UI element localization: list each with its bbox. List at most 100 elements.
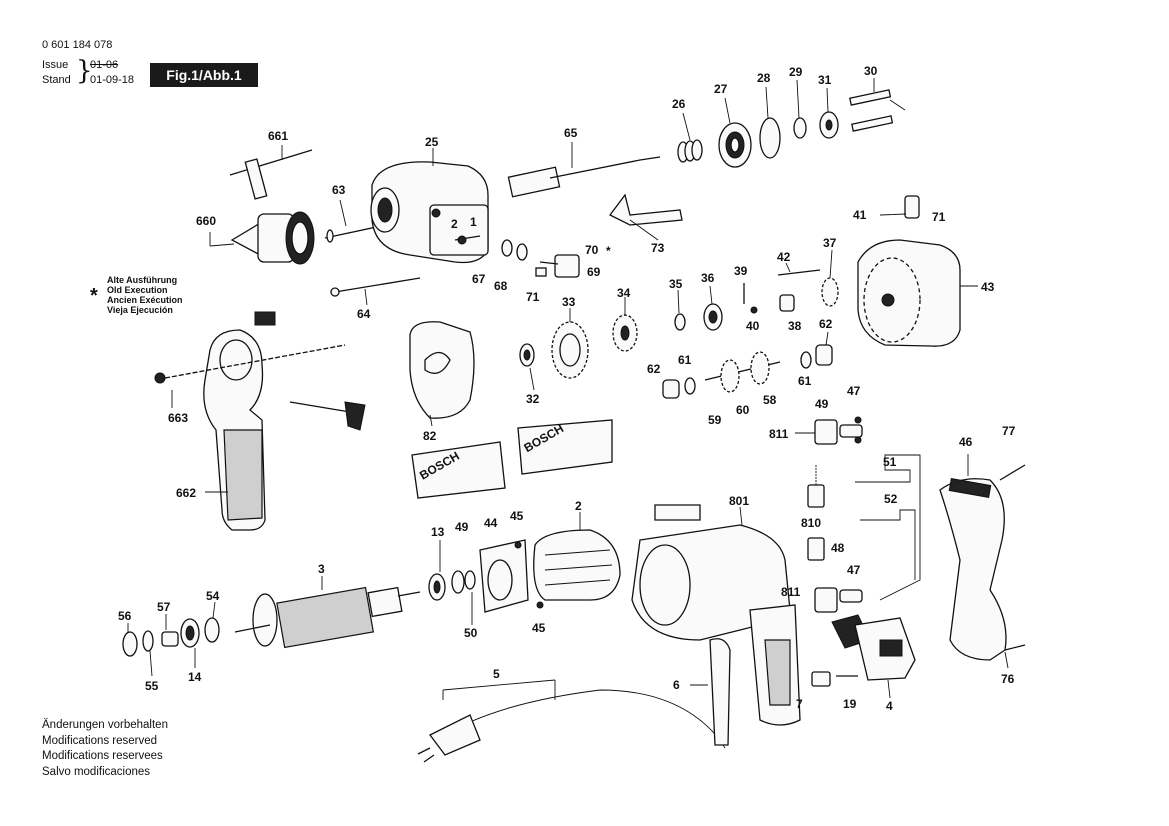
depth-gauge-663 [154, 311, 366, 431]
nameplate-right: BOSCH [517, 419, 613, 475]
ring-68 [516, 243, 528, 261]
label-61b: 61 [798, 374, 812, 388]
legacy-line-de: Alte Ausführung [107, 275, 178, 285]
gasket-82 [409, 321, 475, 427]
label-70-star: * [606, 244, 611, 258]
wire-51 [855, 454, 921, 601]
label-70: 70 [585, 243, 599, 257]
washer-67 [501, 239, 513, 257]
shaft-65 [507, 142, 661, 198]
label-54: 54 [206, 589, 220, 603]
label-62a: 62 [819, 317, 833, 331]
chuck-key-661 [229, 145, 313, 200]
label-2: 2 [575, 499, 582, 513]
brace-icon: } [76, 56, 93, 86]
label-73: 73 [651, 241, 665, 255]
spring-71 [535, 267, 547, 277]
bearing-13 [428, 540, 446, 601]
label-49b: 49 [455, 520, 469, 534]
label-811b: 811 [781, 585, 801, 599]
switch-parts-upper [795, 416, 863, 445]
wire-52 [860, 509, 916, 580]
switch-parts-lower [814, 587, 863, 613]
shift-fork-73 [609, 193, 683, 241]
washer-32 [519, 343, 535, 391]
label-77: 77 [1002, 424, 1016, 438]
pin-42 [777, 262, 821, 276]
ring-49 [451, 570, 465, 594]
label-13: 13 [431, 525, 445, 539]
bearing-36 [703, 285, 723, 331]
label-41: 41 [853, 208, 867, 222]
field-winding-2 [533, 512, 621, 601]
washer-55-56 [122, 623, 154, 677]
label-44: 44 [484, 516, 498, 530]
carbon-brush-810 [807, 465, 825, 561]
part-labels: 661 660 63 25 65 26 27 28 29 31 30 70 * … [118, 64, 1016, 713]
armature-3 [234, 576, 421, 649]
motor-housing-801 [631, 504, 801, 726]
label-57: 57 [157, 600, 171, 614]
spindle-63 [324, 199, 401, 243]
bushing-38 [779, 294, 795, 312]
label-63: 63 [332, 183, 346, 197]
label-68: 68 [494, 279, 508, 293]
part-number: 0 601 184 078 [42, 39, 113, 51]
label-49a: 49 [815, 397, 829, 411]
label-58: 58 [763, 393, 777, 407]
label-19: 19 [843, 697, 857, 711]
label-7: 7 [796, 697, 803, 711]
ball-bearing-27 [718, 97, 752, 168]
cable-guard-6 [690, 638, 731, 746]
label-76: 76 [1001, 672, 1015, 686]
label-32: 32 [526, 392, 540, 406]
label-64: 64 [357, 307, 371, 321]
pin-39-40 [743, 283, 758, 314]
legacy-line-es: Vieja Ejecución [107, 305, 173, 315]
label-31: 31 [818, 73, 832, 87]
label-661: 661 [268, 129, 288, 143]
washer-35 [674, 289, 686, 331]
label-38: 38 [788, 319, 802, 333]
label-40: 40 [746, 319, 760, 333]
clamp-7-19 [811, 671, 858, 687]
bushing-62 [815, 331, 833, 366]
label-663: 663 [168, 411, 188, 425]
issue-new-date: 01-09-18 [90, 74, 135, 86]
label-52: 52 [884, 492, 898, 506]
legacy-line-fr: Ancien Exécution [107, 295, 183, 305]
bushing-62-lower [662, 377, 696, 399]
label-47a: 47 [847, 384, 861, 398]
label-59: 59 [708, 413, 722, 427]
knob-69 [539, 254, 580, 278]
housing-mark-2: 2 [451, 217, 458, 231]
side-handle-662 [203, 329, 266, 531]
handle-half-46 [939, 454, 1026, 661]
label-36: 36 [701, 271, 715, 285]
label-47b: 47 [847, 563, 861, 577]
label-60: 60 [736, 403, 750, 417]
brush-holder-44 [479, 539, 544, 613]
label-4: 4 [886, 699, 893, 713]
ring-28 [759, 86, 781, 159]
label-662: 662 [176, 486, 196, 500]
ring-54 [204, 601, 220, 643]
gear-33 [551, 308, 589, 379]
screw-76-77 [1004, 651, 1009, 669]
label-45a: 45 [510, 509, 524, 523]
label-71a: 71 [526, 290, 540, 304]
label-50: 50 [464, 626, 478, 640]
footer-notes: Änderungen vorbehalten Modifications res… [42, 718, 168, 780]
footer-line-fr: Modifications reservees [42, 750, 163, 762]
stand-label: Stand [42, 74, 71, 86]
label-810: 810 [801, 516, 821, 530]
label-34: 34 [617, 286, 631, 300]
label-45b: 45 [532, 621, 546, 635]
nameplate-left: BOSCH [411, 441, 506, 499]
levers-30 [849, 78, 906, 132]
label-65: 65 [564, 126, 578, 140]
label-33: 33 [562, 295, 576, 309]
washer-31 [819, 87, 839, 139]
legacy-star-icon: * [90, 285, 98, 307]
power-cable-5 [417, 679, 726, 763]
